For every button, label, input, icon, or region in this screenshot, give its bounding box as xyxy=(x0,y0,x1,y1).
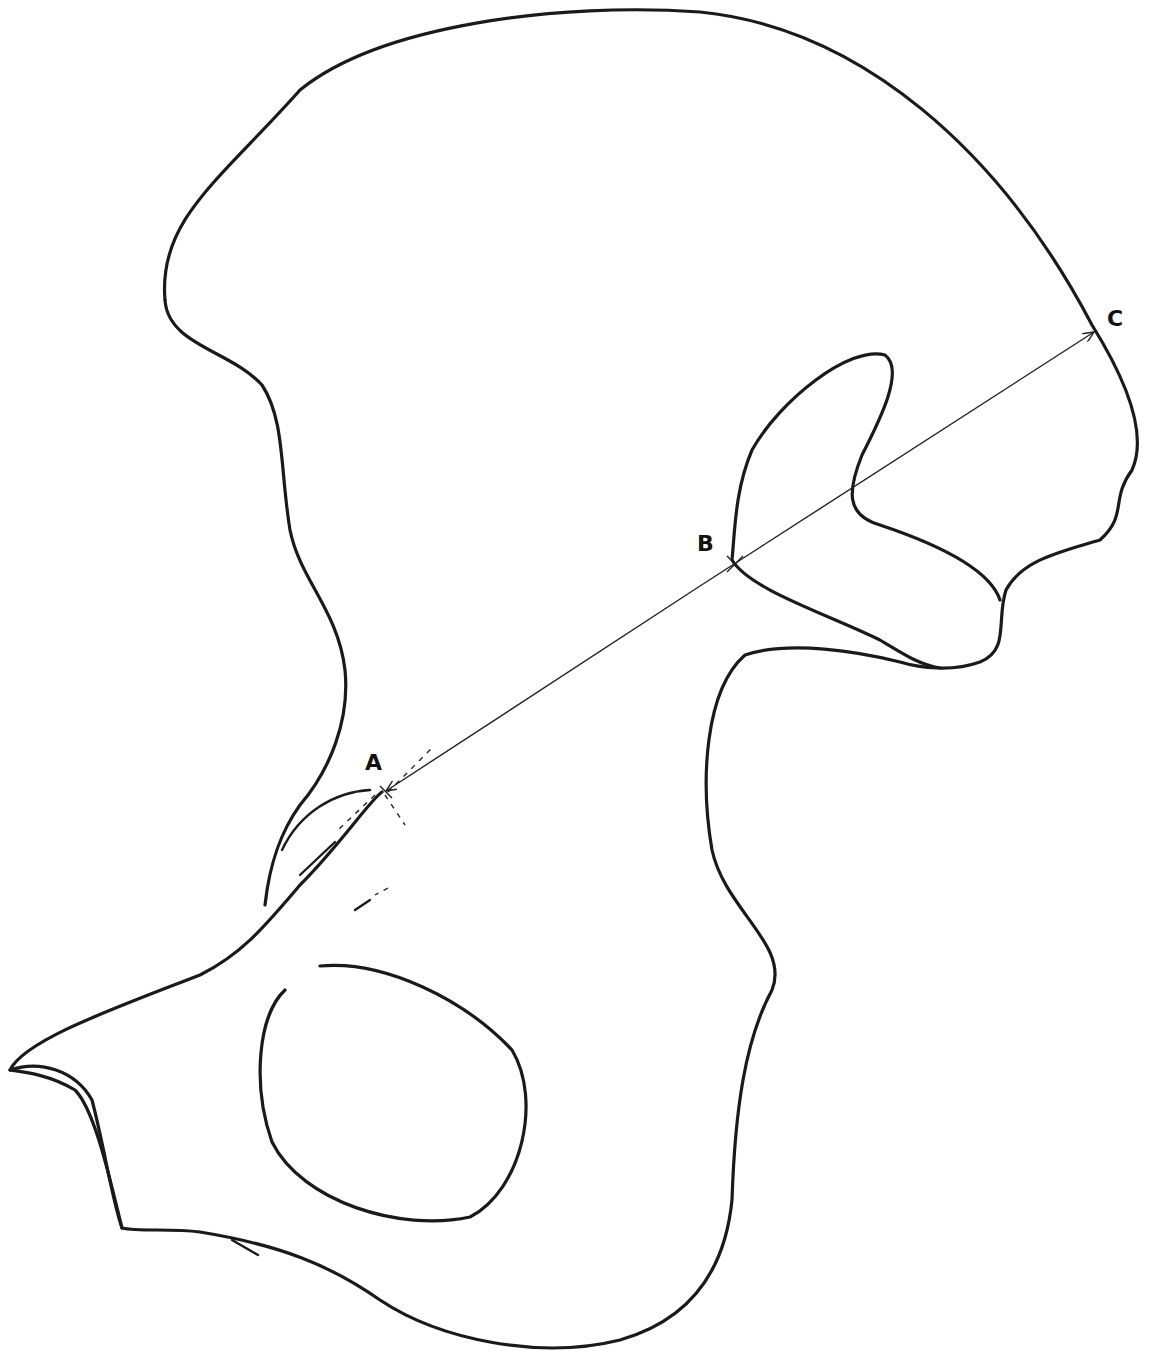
bone-outline-posterior xyxy=(165,300,346,905)
dashed-line xyxy=(375,888,388,895)
rim-line xyxy=(300,842,335,875)
measure-line xyxy=(386,586,700,791)
bottom-mark xyxy=(232,1240,258,1255)
point-label: C xyxy=(1107,308,1123,330)
obturator-foramen xyxy=(260,965,526,1220)
rim-line xyxy=(282,790,370,850)
point-cross xyxy=(380,786,392,798)
rim-line xyxy=(355,900,370,910)
measure-line xyxy=(700,332,1094,586)
bone-outline xyxy=(10,10,1137,1348)
notch-outline xyxy=(732,354,1000,668)
symphysis-face xyxy=(10,1066,122,1228)
point-label: B xyxy=(697,533,714,555)
point-label: A xyxy=(365,752,382,774)
dashed-line xyxy=(338,795,375,830)
point-cross xyxy=(727,556,743,572)
dashed-line xyxy=(385,795,405,825)
